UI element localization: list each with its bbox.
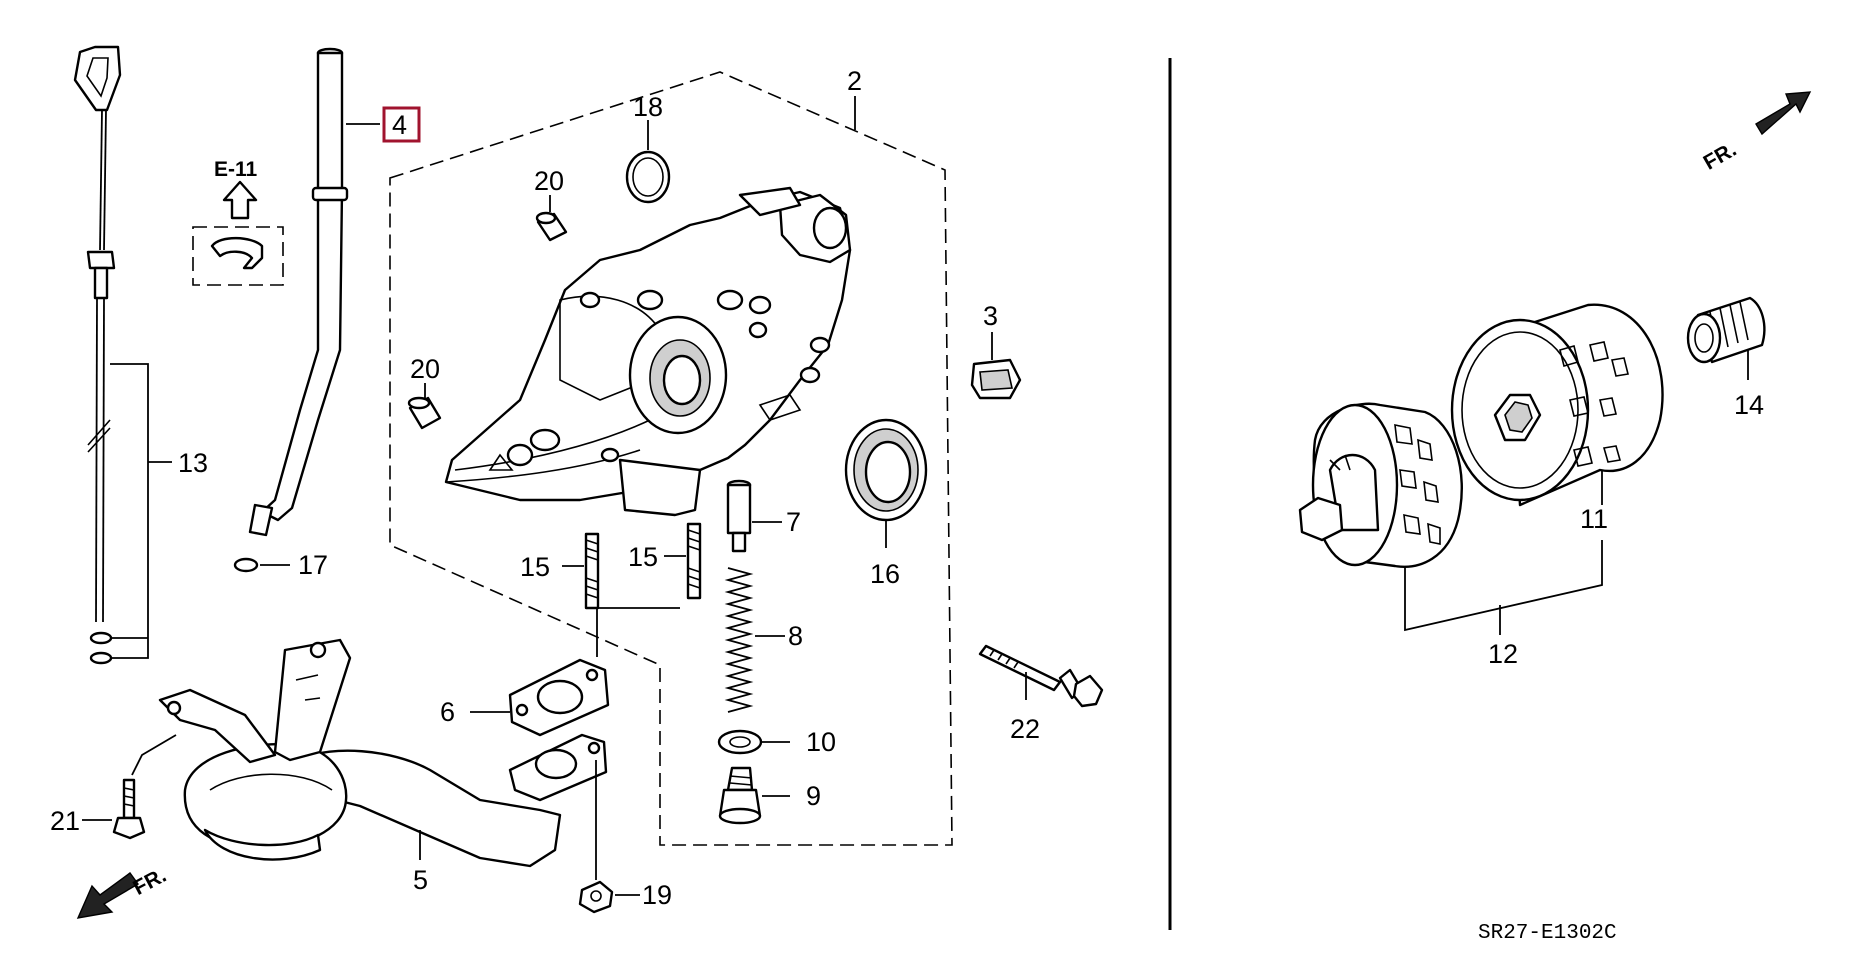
front-label-lower: FR. [129, 864, 170, 900]
label-19: 19 [642, 880, 672, 910]
oil-strainer[interactable] [158, 638, 608, 868]
label-12: 12 [1488, 639, 1518, 669]
relief-valve[interactable] [726, 479, 782, 553]
front-direction-arrow-lower: FR. [76, 864, 170, 919]
oil-pump-body[interactable] [444, 186, 852, 517]
flange-nut[interactable] [578, 760, 640, 914]
label-20-lower: 20 [410, 354, 440, 384]
dowel-pin-lower[interactable] [407, 383, 442, 430]
label-3: 3 [983, 301, 998, 331]
label-16: 16 [870, 559, 900, 589]
label-6: 6 [440, 697, 455, 727]
label-13: 13 [178, 448, 208, 478]
label-17: 17 [298, 550, 328, 580]
sealing-washer[interactable] [717, 729, 790, 755]
label-8: 8 [788, 621, 803, 651]
label-10: 10 [806, 727, 836, 757]
label-7: 7 [786, 507, 801, 537]
dipstick[interactable] [73, 45, 172, 665]
ref-e11: E-11 [214, 158, 258, 181]
relief-valve-cap[interactable] [970, 332, 1022, 400]
pump-assembly-outline [389, 71, 953, 846]
label-2: 2 [847, 66, 862, 96]
arrow-left-icon [76, 872, 140, 919]
flange-bolt[interactable] [978, 644, 1104, 708]
o-ring[interactable] [625, 120, 671, 204]
up-arrow-icon [222, 180, 258, 220]
center-bolt[interactable] [1686, 296, 1766, 380]
label-15-right: 15 [628, 542, 658, 572]
label-4: 4 [392, 110, 407, 140]
relief-spring[interactable] [724, 567, 785, 713]
dipstick-tube[interactable] [233, 47, 380, 573]
label-15-left: 15 [520, 552, 550, 582]
label-5: 5 [413, 865, 428, 895]
label-9: 9 [806, 781, 821, 811]
front-label-upper: FR. [1700, 138, 1741, 175]
clip-reference[interactable]: E-11 [192, 158, 284, 286]
label-14: 14 [1734, 390, 1764, 420]
label-21: 21 [50, 806, 80, 836]
oil-filter-element[interactable] [1450, 303, 1664, 507]
oil-filter-housing[interactable] [1298, 402, 1603, 635]
label-20-upper: 20 [534, 166, 564, 196]
label-4-highlight [382, 106, 421, 143]
oil-seal[interactable] [844, 418, 928, 548]
diagram-code: SR27-E1302C [1478, 922, 1617, 945]
label-18: 18 [633, 92, 663, 122]
arrow-right-icon [1755, 91, 1812, 136]
front-direction-arrow-upper: FR. [1700, 91, 1812, 175]
strainer-bolt[interactable] [82, 734, 177, 840]
stud-right[interactable] [664, 522, 702, 600]
strainer-gasket[interactable] [470, 607, 680, 737]
dowel-pin-upper[interactable] [535, 195, 568, 242]
stud-left[interactable] [562, 532, 600, 610]
label-11: 11 [1580, 504, 1608, 534]
sealing-bolt[interactable] [718, 766, 790, 825]
label-22: 22 [1010, 714, 1040, 744]
